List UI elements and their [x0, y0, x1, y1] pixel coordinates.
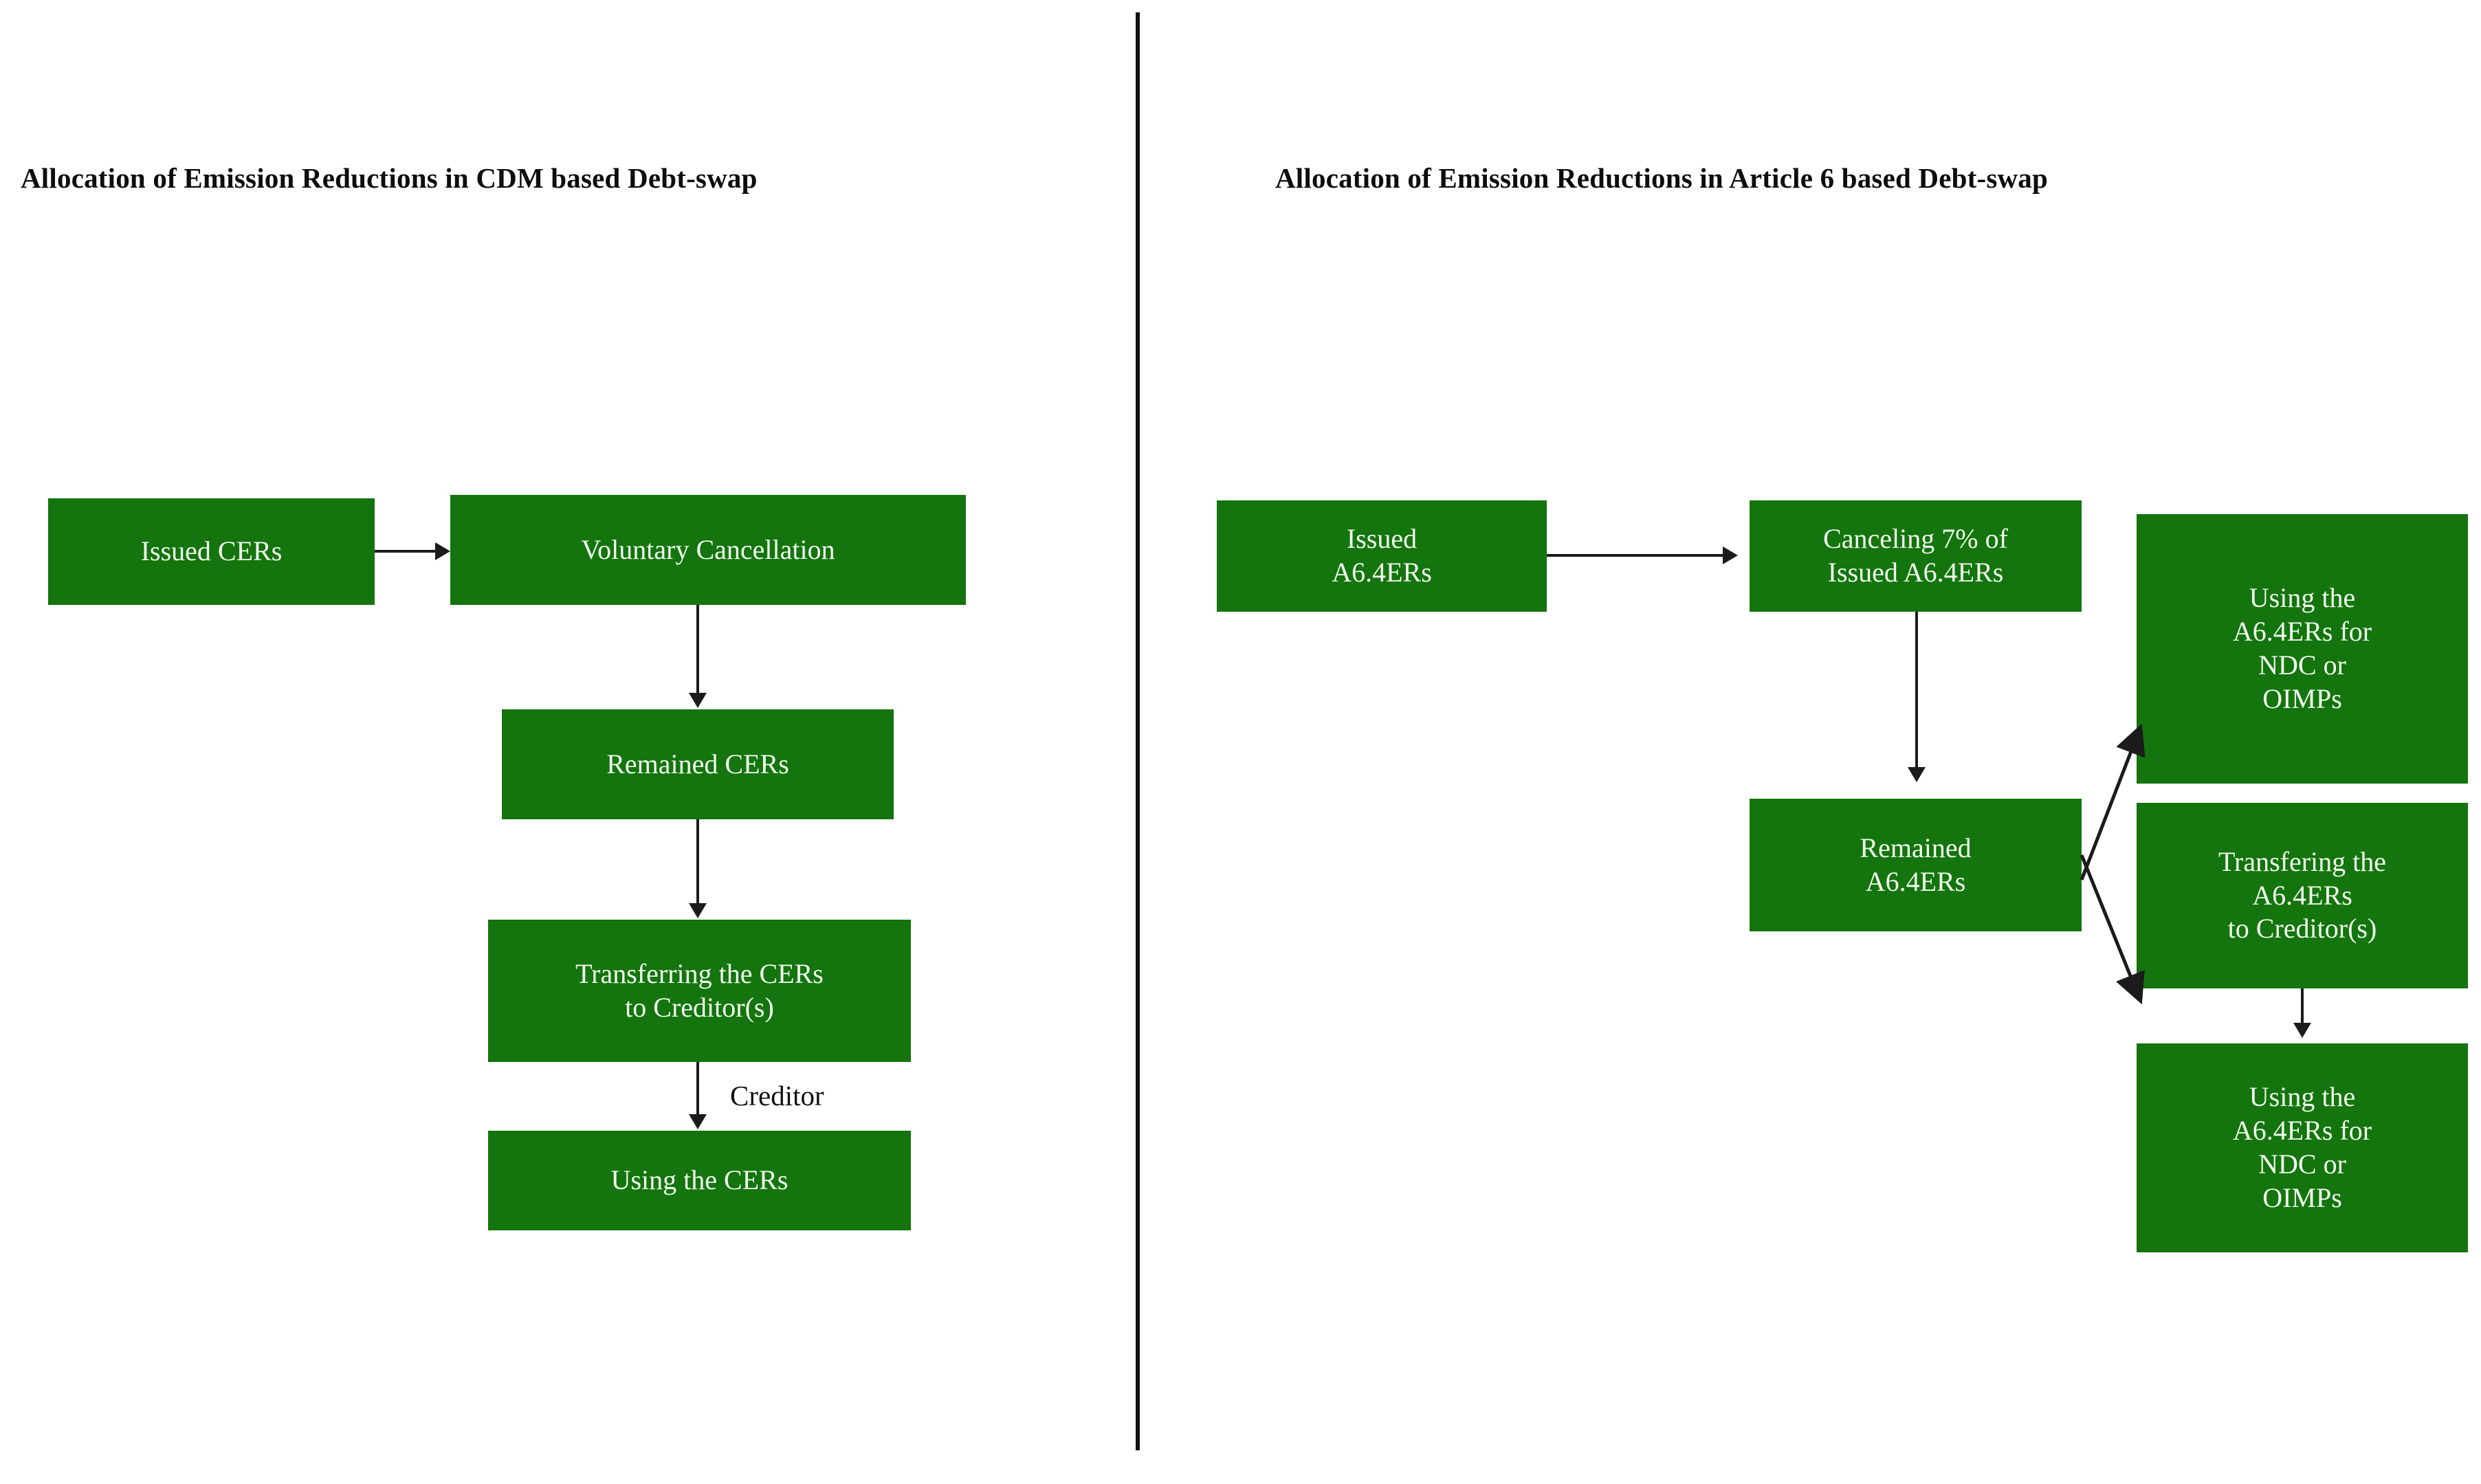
connector-canceling-to-remained	[1915, 612, 1918, 768]
node-using-a64ers-ndc-oimps-bottom[interactable]: Using the A6.4ERs for NDC or OIMPs	[2137, 1043, 2468, 1252]
connector-issued-to-canceling	[1547, 554, 1724, 557]
node-canceling-7-percent[interactable]: Canceling 7% of Issued A6.4ERs	[1750, 500, 2082, 612]
arrowhead-transferring-to-using-icon	[689, 1114, 707, 1129]
connector-voluntary-to-remained	[696, 605, 699, 694]
arrowhead-canceling-to-remained-icon	[1908, 767, 1926, 782]
arrowhead-remained-to-transferring-icon	[689, 903, 707, 918]
node-issued-a64ers[interactable]: Issued A6.4ERs	[1217, 500, 1547, 612]
node-transferring-cers[interactable]: Transferring the CERs to Creditor(s)	[488, 920, 911, 1062]
connector-issued-to-voluntary	[375, 550, 437, 553]
connector-remained-to-using-top	[2080, 723, 2146, 881]
node-using-cers[interactable]: Using the CERs	[488, 1131, 911, 1230]
connector-remained-to-transferring	[696, 819, 699, 905]
arrowhead-issued-to-voluntary-icon	[435, 542, 450, 560]
node-remained-cers[interactable]: Remained CERs	[502, 709, 894, 819]
node-remained-a64ers[interactable]: Remained A6.4ERs	[1750, 799, 2082, 931]
arrowhead-issued-to-canceling-icon	[1723, 546, 1738, 564]
panel-title-article6: Allocation of Emission Reductions in Art…	[1275, 162, 2049, 194]
connector-remained-to-transfering	[2080, 854, 2145, 1005]
node-issued-cers[interactable]: Issued CERs	[48, 498, 375, 605]
node-using-a64ers-ndc-oimps-top[interactable]: Using the A6.4ERs for NDC or OIMPs	[2137, 514, 2468, 784]
arrowhead-transfering-to-using-bottom-icon	[2293, 1023, 2311, 1038]
panel-title-cdm: Allocation of Emission Reductions in CDM…	[21, 162, 758, 194]
edge-label-creditor: Creditor	[730, 1080, 824, 1111]
connector-transferring-to-using	[696, 1062, 699, 1116]
panel-divider	[1136, 12, 1140, 1450]
connector-transfering-to-using-bottom	[2301, 988, 2304, 1024]
node-voluntary-cancellation[interactable]: Voluntary Cancellation	[450, 495, 966, 605]
node-transfering-a64ers-to-creditors[interactable]: Transfering the A6.4ERs to Creditor(s)	[2137, 803, 2468, 988]
arrowhead-voluntary-to-remained-icon	[689, 693, 707, 708]
